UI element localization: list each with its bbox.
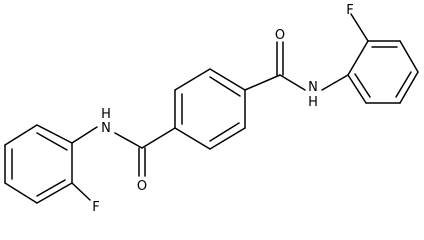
bond xyxy=(36,132,68,151)
bond xyxy=(36,124,73,144)
bond xyxy=(141,127,176,149)
bond xyxy=(279,74,306,91)
bond xyxy=(209,127,246,150)
bonds xyxy=(4,13,419,204)
bond xyxy=(321,74,349,91)
molecule-drawing: F O N H N H O F xyxy=(4,3,419,215)
oxygen-label: O xyxy=(137,179,147,194)
bond xyxy=(244,74,281,91)
nitrogen-label: N xyxy=(101,121,111,136)
bond xyxy=(209,122,240,142)
fluorine-label: F xyxy=(92,200,99,215)
bond xyxy=(36,179,66,197)
fluorine-label: F xyxy=(346,3,353,18)
bond xyxy=(347,74,367,104)
bond xyxy=(395,71,412,98)
bond xyxy=(354,73,371,98)
bond xyxy=(174,127,211,150)
bond xyxy=(347,40,369,76)
bond xyxy=(114,132,143,149)
structure-canvas: F O N H N H O F xyxy=(4,3,419,215)
bond xyxy=(350,13,369,42)
nitrogen-label: N xyxy=(308,80,318,95)
bond xyxy=(174,68,211,91)
bond xyxy=(4,124,38,146)
hydrogen-label: H xyxy=(101,107,111,122)
bond xyxy=(399,71,419,104)
bond xyxy=(399,40,419,73)
bond xyxy=(209,68,246,91)
bond xyxy=(209,76,241,97)
oxygen-label: O xyxy=(275,28,285,43)
bond xyxy=(36,182,73,204)
hydrogen-label: H xyxy=(308,95,318,110)
bond xyxy=(71,126,98,144)
bond xyxy=(71,182,91,201)
atom-labels: F O N H N H O F xyxy=(92,3,353,215)
bond xyxy=(4,182,38,204)
